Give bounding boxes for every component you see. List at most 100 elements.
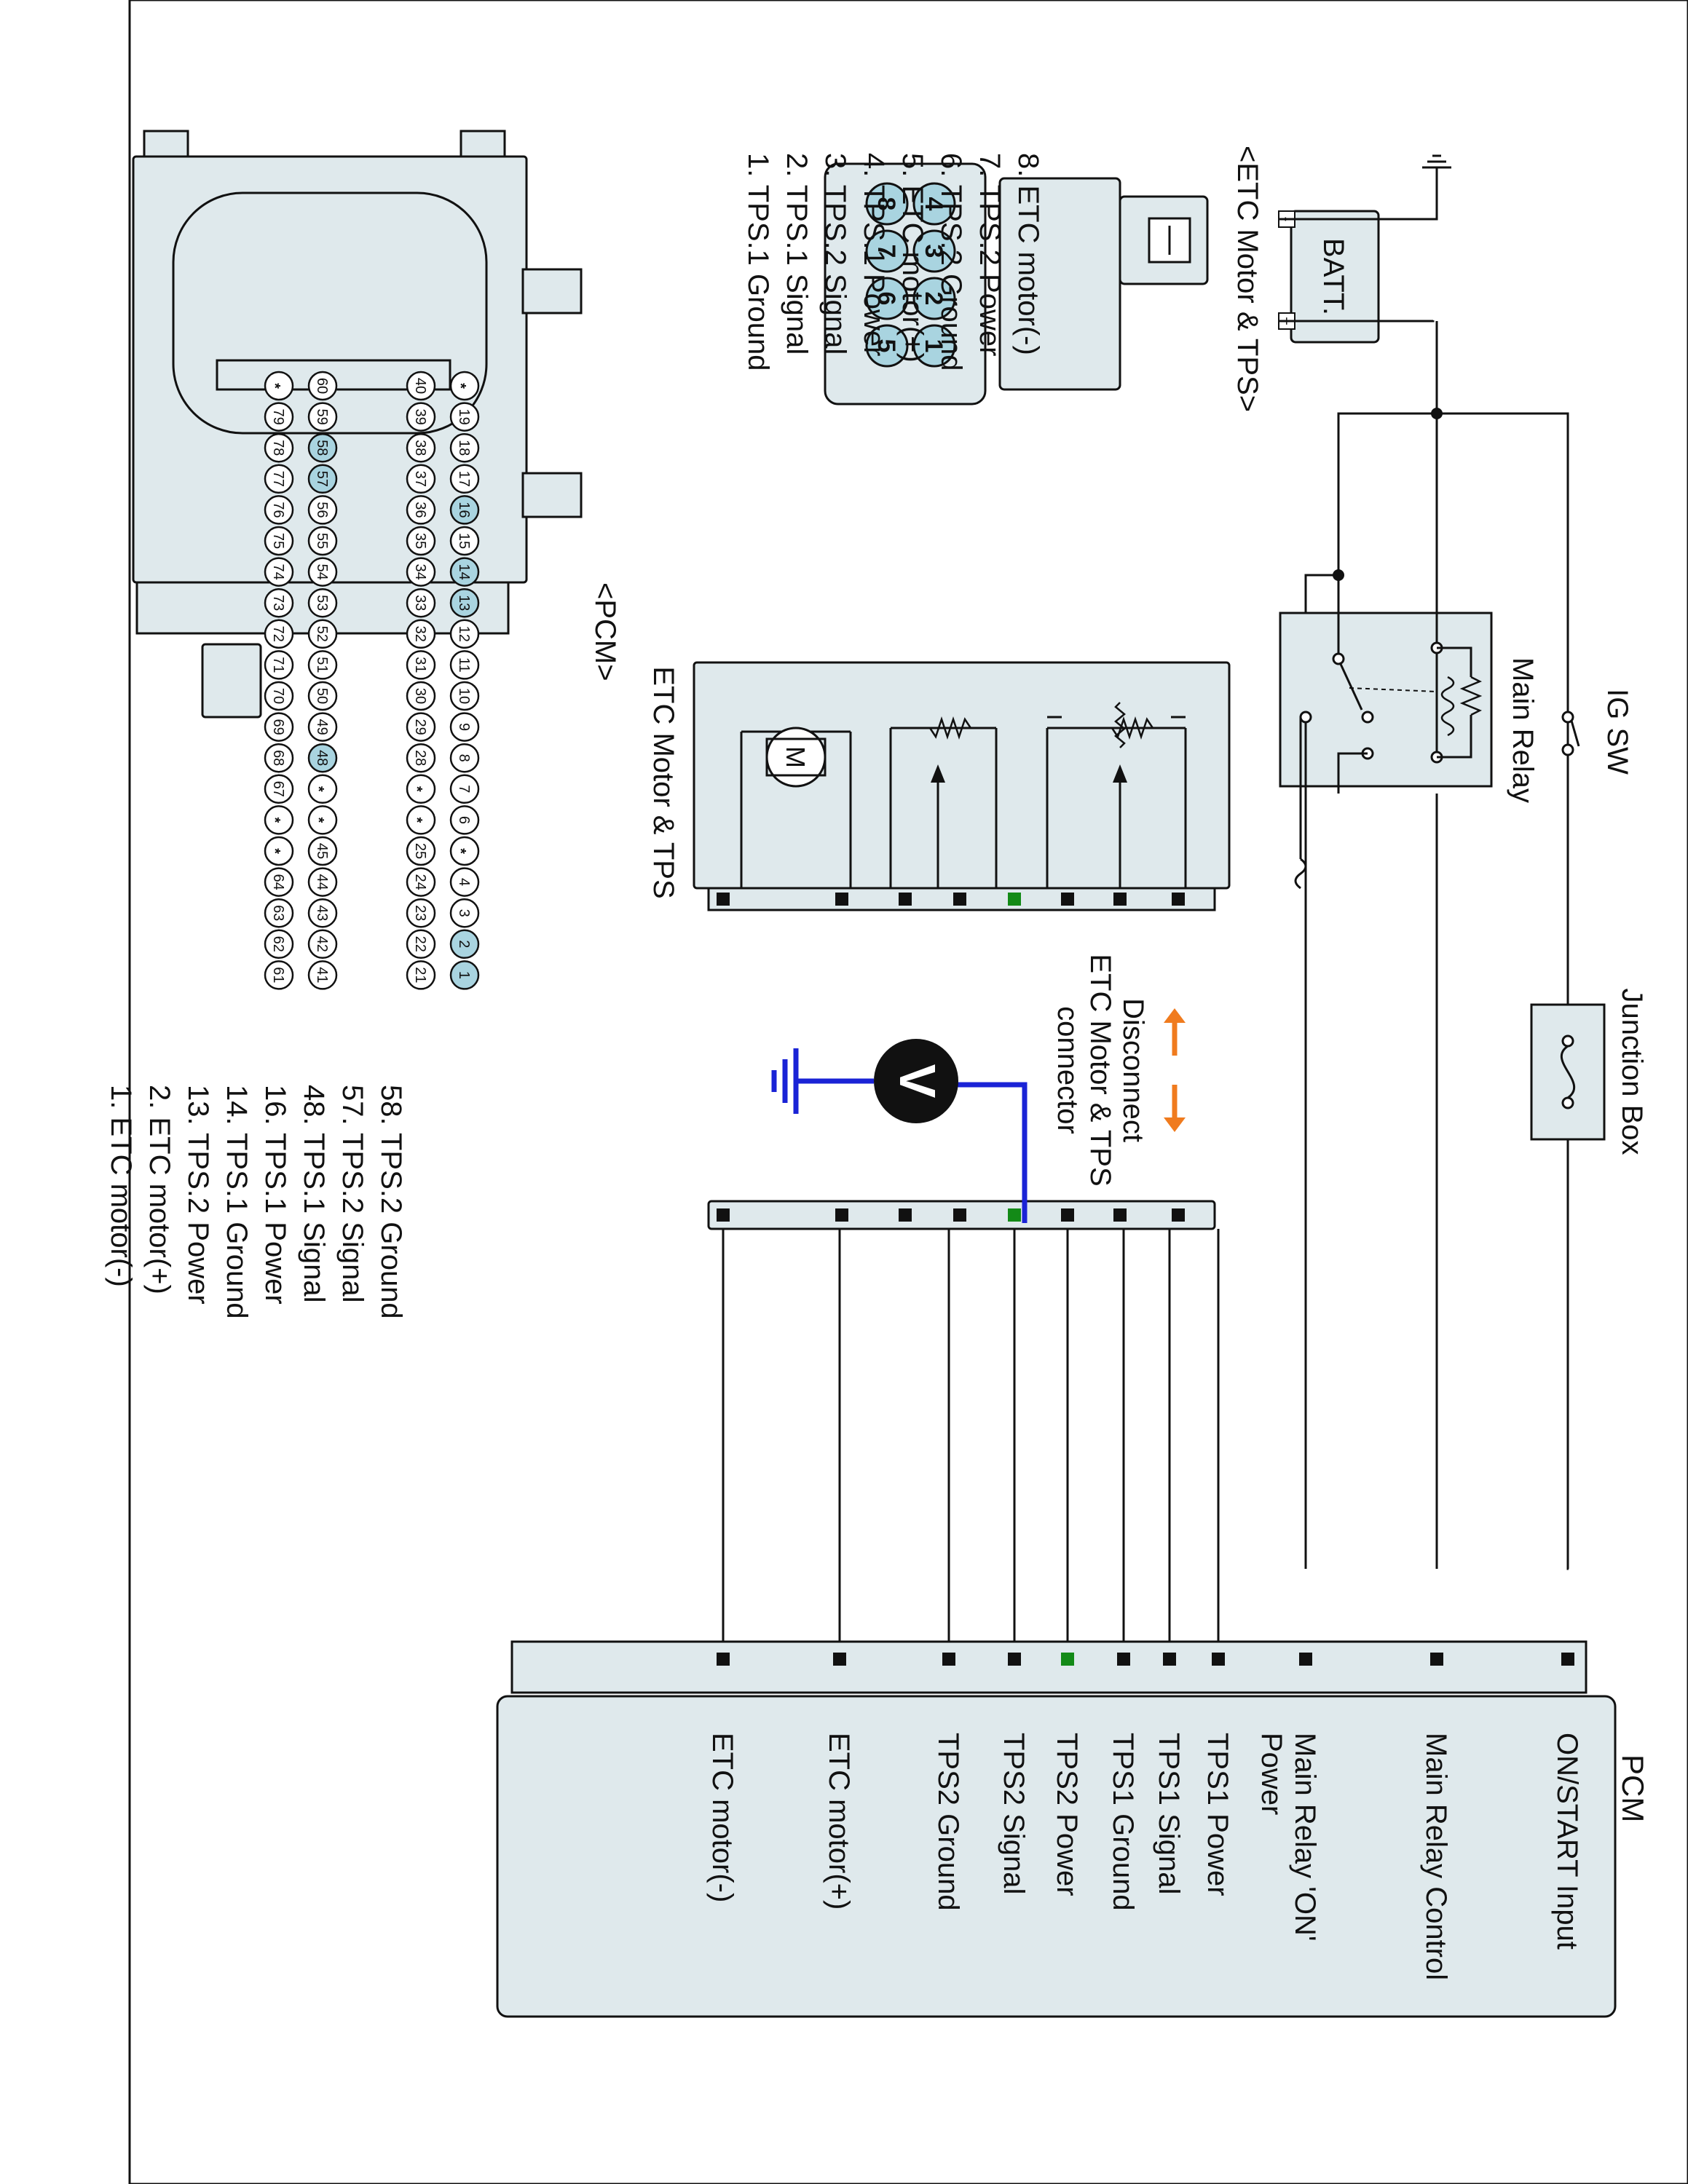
etc-motor-tps-assembly: M: [693, 661, 1231, 911]
harness-pin: [1113, 1208, 1127, 1222]
etc-legend-item: 8. ETC motor(-): [1012, 153, 1044, 355]
pcm-cavity-number: 76: [270, 502, 286, 518]
harness-pin: [953, 1208, 966, 1222]
harness-connector-pins: [717, 1208, 1185, 1222]
pcm-pin-label: TPS1 Power: [1202, 1733, 1234, 1896]
pcm-cavity: 51: [307, 650, 338, 680]
pcm-cavity-number: 57: [314, 471, 330, 487]
pcm-cavity: 30: [406, 681, 436, 711]
pcm-cavity: 14: [449, 557, 480, 587]
pcm-cavity: 74: [264, 557, 294, 587]
pcm-legend-item: 14. TPS.1 Ground: [221, 1085, 253, 1319]
pcm-pin-label: Main Relay 'ON': [1289, 1733, 1321, 1941]
harness-pin: [1061, 1208, 1074, 1222]
pcm-cavity: 35: [406, 526, 436, 556]
pcm-cavity-number: 62: [270, 936, 286, 952]
pcm-cavity-number: 43: [314, 905, 330, 921]
pcm-cavity-number: 64: [270, 874, 286, 890]
pcm-cavity: 45: [307, 836, 338, 866]
pcm-cavity-number: 10: [456, 688, 472, 704]
pcm-cavity-number: *: [310, 818, 326, 823]
pcm-legend-item: 48. TPS.1 Signal: [298, 1085, 330, 1302]
pcm-cavity-number: 55: [314, 533, 330, 549]
pcm-cavity: *: [449, 836, 480, 866]
pcm-cavity: 62: [264, 929, 294, 960]
pcm-legend-item: 2. ETC motor(+): [143, 1085, 175, 1294]
etc-legend-item: 7. TPS.2 Power: [974, 153, 1006, 356]
disconnect-note-line3: connector: [1052, 1006, 1084, 1134]
etc-cavity-number: 7: [872, 245, 900, 258]
pcm-cavity: 52: [307, 619, 338, 649]
pcm-cavity: *: [406, 774, 436, 804]
pcm-cavity-number: *: [267, 818, 283, 823]
harness-pin: [835, 1208, 848, 1222]
harness-wires: [722, 1229, 1220, 1653]
pcm-cavity-number: 12: [456, 626, 472, 642]
pcm-pin-label: TPS2 Ground: [932, 1733, 964, 1911]
pcm-cavity-number: 38: [412, 440, 428, 456]
etc-cavity: 5: [865, 324, 909, 368]
pcm-cavity: 42: [307, 929, 338, 960]
pcm-cavity: 29: [406, 712, 436, 742]
pcm-cavity-number: 68: [270, 750, 286, 766]
pcm-cavity: 25: [406, 836, 436, 866]
harness-pin: [899, 1208, 912, 1222]
pcm-cavity: 75: [264, 526, 294, 556]
pcm-cavity: 16: [449, 495, 480, 525]
pcm-pin-marker: [717, 1653, 730, 1666]
pcm-connector-title: <PCM>: [589, 582, 621, 681]
pcm-cavity-number: 75: [270, 533, 286, 549]
pcm-cavity: 77: [264, 464, 294, 494]
pcm-cavity-number: 23: [412, 905, 428, 921]
pcm-cavity: 7: [449, 774, 480, 804]
etc-side-pin: [1113, 893, 1127, 906]
disconnect-note-line1: Disconnect: [1117, 998, 1149, 1142]
etc-assembly-label: ETC Motor & TPS: [647, 666, 679, 898]
pcm-cavity-number: *: [310, 786, 326, 792]
pcm-cavity: 12: [449, 619, 480, 649]
page-frame: [128, 0, 1688, 2184]
pcm-cavity: 15: [449, 526, 480, 556]
pcm-cavity-number: 52: [314, 626, 330, 642]
pcm-connector-face: *191817161514131211109876*43214039383736…: [132, 130, 583, 990]
main-relay-icon: [1279, 414, 1493, 794]
junction-box-label: Junction Box: [1616, 988, 1648, 1155]
etc-cavity: 6: [865, 277, 909, 320]
pcm-cavity: *: [264, 836, 294, 866]
pcm-pin-label: TPS1 Signal: [1153, 1733, 1185, 1894]
pcm-cavity-number: 34: [412, 563, 428, 579]
pcm-pin-label: ON/START Input: [1551, 1733, 1583, 1950]
pcm-cavity-number: 29: [412, 719, 428, 735]
pcm-pin-marker: [1061, 1653, 1074, 1666]
pcm-cavity-number: 13: [456, 595, 472, 611]
pcm-cavity: 41: [307, 960, 338, 990]
pcm-cavity: 24: [406, 867, 436, 897]
pcm-cavity-number: 41: [314, 967, 330, 983]
pcm-cavity-number: 63: [270, 905, 286, 921]
pcm-cavity-number: 71: [270, 657, 286, 673]
pcm-cavity: 11: [449, 650, 480, 680]
pcm-cavity-number: 53: [314, 595, 330, 611]
pcm-cavity: 2: [449, 929, 480, 960]
pcm-cavity-number: *: [267, 848, 283, 854]
pcm-cavity: 78: [264, 432, 294, 463]
etc-connector-title: <ETC Motor & TPS>: [1231, 146, 1263, 412]
pcm-cavity: 67: [264, 774, 294, 804]
pcm-cavity-number: 16: [456, 502, 472, 518]
pcm-cavity-number: 19: [456, 408, 472, 424]
etc-side-pin: [1172, 893, 1185, 906]
pcm-cavity: 49: [307, 712, 338, 742]
pcm-cavity: 10: [449, 681, 480, 711]
pcm-cavity-number: *: [409, 786, 425, 792]
etc-cavity: 2: [912, 277, 956, 320]
pcm-cavity: 79: [264, 402, 294, 432]
pcm-cavity: 8: [449, 743, 480, 773]
disconnect-note-line2: ETC Motor & TPS: [1084, 954, 1116, 1186]
pcm-cavity: 23: [406, 898, 436, 928]
pcm-cavity: 17: [449, 464, 480, 494]
etc-assembly-connector-pins: [717, 893, 1185, 906]
pcm-pin-marker: [942, 1653, 955, 1666]
ig-switch-icon: [1561, 414, 1580, 1005]
battery-label: BATT.: [1317, 238, 1349, 315]
